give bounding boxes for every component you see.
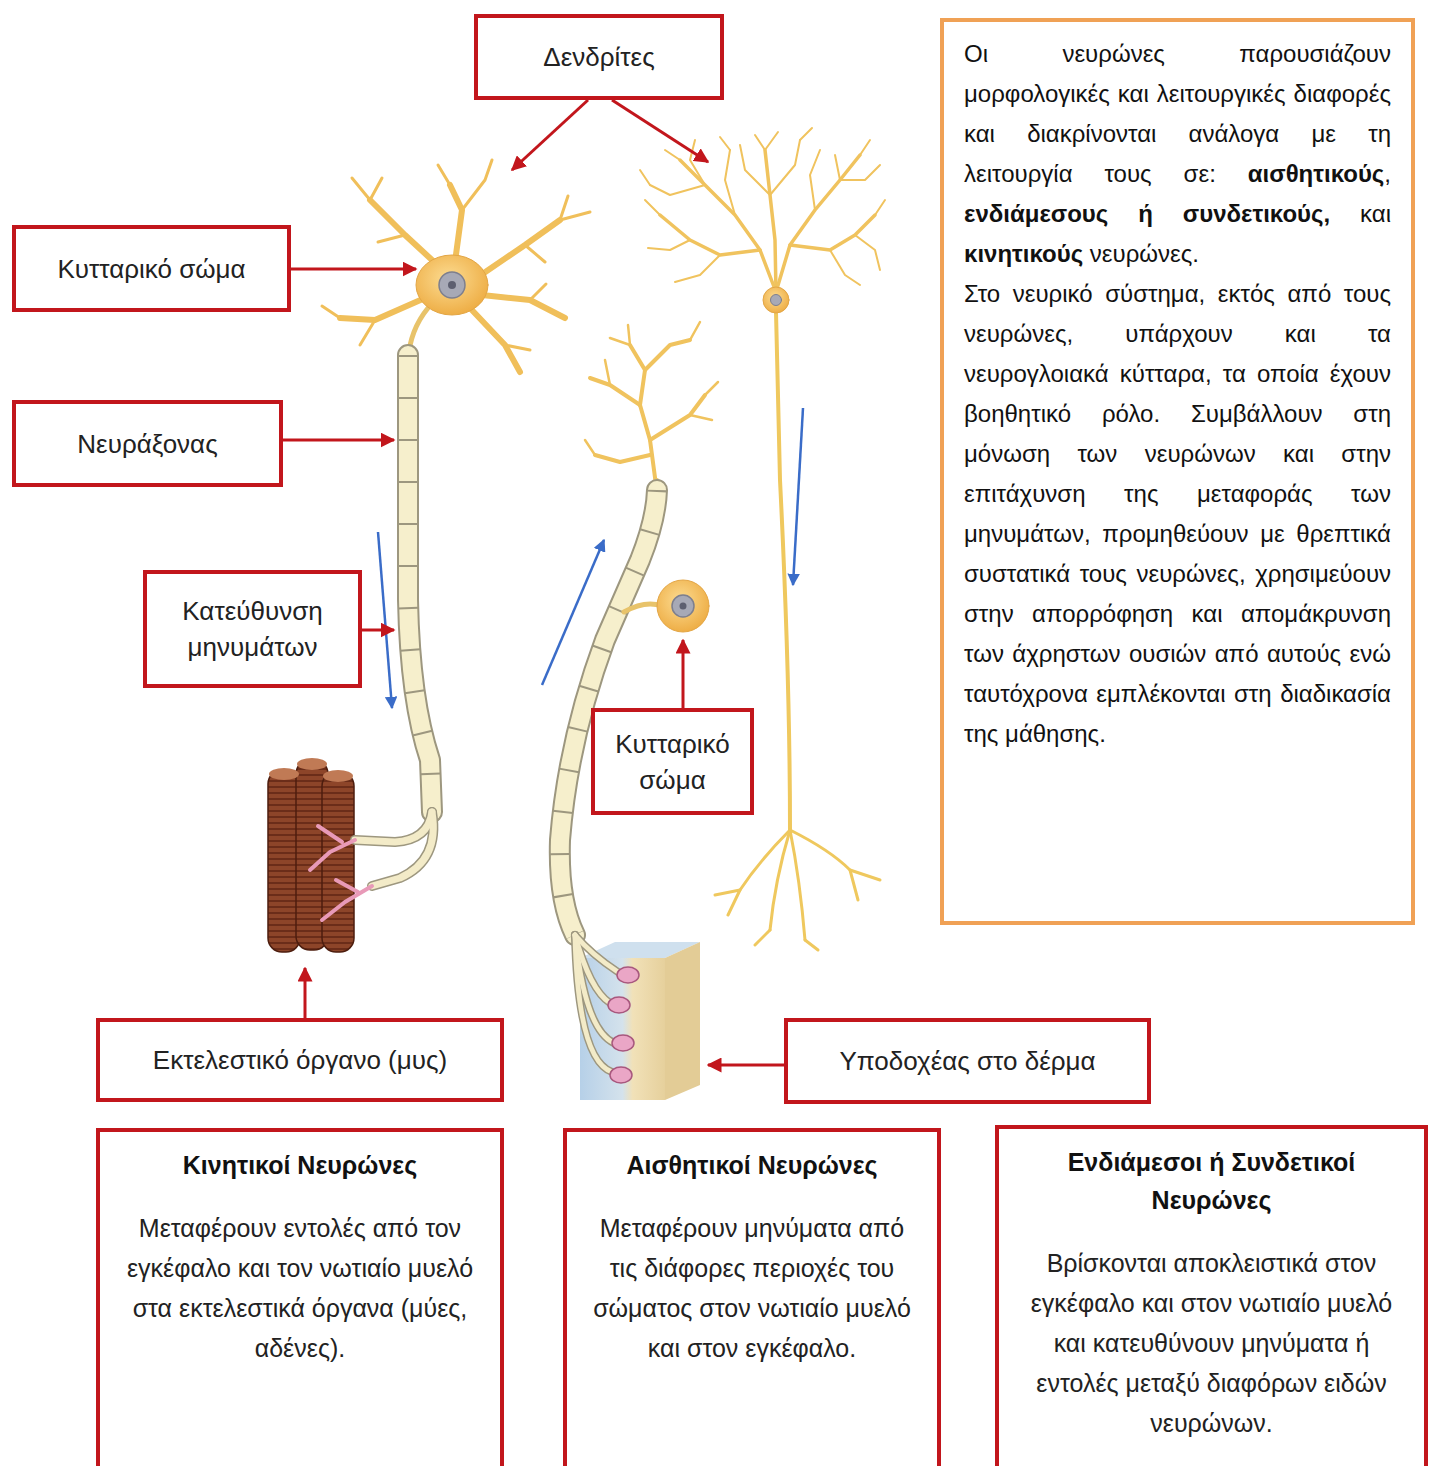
text-holder: Νευράξονας: [77, 426, 217, 462]
category-box: Ενδιάμεσοι ή Συνδετικοί ΝευρώνεςΒρίσκοντ…: [995, 1125, 1428, 1466]
direction-arrow: [378, 408, 803, 708]
paragraph: Στο νευρικό σύστημα, εκτός από τους νευρ…: [964, 274, 1391, 754]
label-box: Κατεύθυνση μηνυμάτων: [143, 570, 362, 688]
label-text: Υποδοχέας στο δέρμα: [839, 1043, 1095, 1079]
label-text: Εκτελεστικό όργανο (μυς): [153, 1042, 447, 1078]
text-holder: Αισθητικοί ΝευρώνεςΜεταφέρουν μηνύματα α…: [589, 1146, 915, 1368]
category-box: Κινητικοί ΝευρώνεςΜεταφέρουν εντολές από…: [96, 1128, 504, 1466]
label-box: Κυτταρικό σώμα: [591, 708, 754, 815]
body-text: Μεταφέρουν μηνύματα από τις διάφορες περ…: [589, 1208, 915, 1368]
body-text: Μεταφέρουν εντολές από τον εγκέφαλο και …: [122, 1208, 478, 1368]
label-box: Κυτταρικό σώμα: [12, 225, 291, 312]
heading-text: Αισθητικοί Νευρώνες: [589, 1146, 915, 1184]
label-text: Νευράξονας: [77, 426, 217, 462]
text-holder: Κυτταρικό σώμα: [57, 251, 245, 287]
label-text: Κυτταρικό σώμα: [57, 251, 245, 287]
bold-term: αισθητικούς: [1248, 160, 1385, 187]
label-text: Κυτταρικό σώμα: [607, 726, 738, 798]
label-text: Δενδρίτες: [543, 39, 654, 75]
label-box: Δενδρίτες: [474, 14, 724, 100]
label-text: Κατεύθυνση μηνυμάτων: [159, 593, 346, 665]
paragraph-text: και: [1360, 200, 1391, 227]
bold-term: κινητικούς: [964, 240, 1083, 267]
category-box: Αισθητικοί ΝευρώνεςΜεταφέρουν μηνύματα α…: [563, 1128, 941, 1466]
heading-text: Κινητικοί Νευρώνες: [122, 1146, 478, 1184]
text-holder: Κυτταρικό σώμα: [607, 726, 738, 798]
label-box: Νευράξονας: [12, 400, 283, 487]
text-panel: Οι νευρώνες παρουσιάζουν μορφολογικές κα…: [940, 18, 1415, 925]
bold-term: ενδιάμεσους ή συνδετικούς,: [964, 200, 1330, 227]
motor-neuron: [310, 160, 590, 920]
text-holder: Ενδιάμεσοι ή Συνδετικοί ΝευρώνεςΒρίσκοντ…: [1021, 1143, 1402, 1443]
body-text: Βρίσκονται αποκλειστικά στον εγκέφαλο κα…: [1021, 1243, 1402, 1443]
text-holder: Κατεύθυνση μηνυμάτων: [159, 593, 346, 665]
paragraph-text: νευρώνες.: [1090, 240, 1199, 267]
text-holder: Εκτελεστικό όργανο (μυς): [153, 1042, 447, 1078]
paragraph-text: ,: [1384, 160, 1391, 187]
text-holder: Δενδρίτες: [543, 39, 654, 75]
label-box: Εκτελεστικό όργανο (μυς): [96, 1018, 504, 1102]
interneuron: [640, 128, 885, 950]
sensory-neuron: [560, 322, 718, 1083]
paragraph-text: Στο νευρικό σύστημα, εκτός από τους νευρ…: [964, 280, 1391, 747]
label-box: Υποδοχέας στο δέρμα: [784, 1018, 1151, 1104]
text-holder: Οι νευρώνες παρουσιάζουν μορφολογικές κα…: [964, 34, 1391, 754]
paragraph: Οι νευρώνες παρουσιάζουν μορφολογικές κα…: [964, 34, 1391, 274]
muscle-figure: [268, 758, 354, 952]
heading-text: Ενδιάμεσοι ή Συνδετικοί Νευρώνες: [1021, 1143, 1402, 1219]
text-holder: Υποδοχέας στο δέρμα: [839, 1043, 1095, 1079]
text-holder: Κινητικοί ΝευρώνεςΜεταφέρουν εντολές από…: [122, 1146, 478, 1368]
